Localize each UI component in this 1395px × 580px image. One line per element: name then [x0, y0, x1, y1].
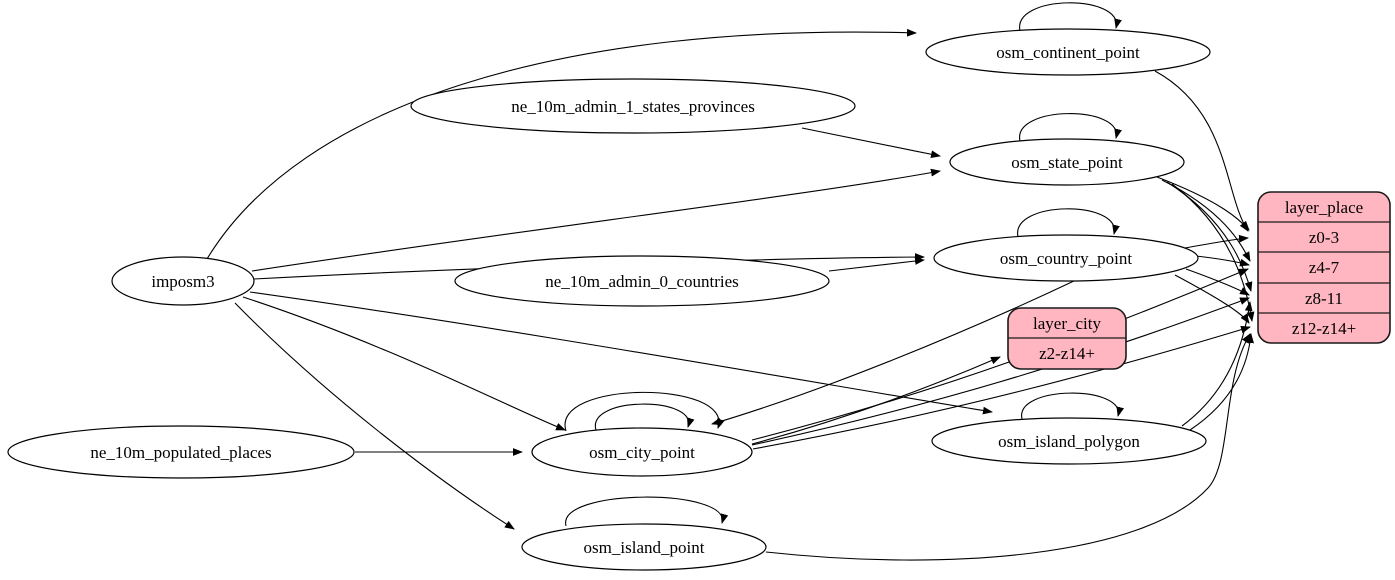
edge-imposm3-island-point [234, 302, 515, 530]
continent-label: osm_continent_point [996, 43, 1140, 62]
record-layer-city: layer_city z2-z14+ [1007, 307, 1127, 370]
selfloop-state [1019, 113, 1122, 142]
state-shape [949, 138, 1185, 186]
edge-imposm3-state [251, 168, 941, 272]
edge-continent-z0-3 [1154, 70, 1249, 232]
layer-city-title: layer_city [1033, 314, 1101, 333]
edge-country-z4-7 [1195, 255, 1250, 267]
edge-country-z12 [1174, 274, 1250, 324]
layer-place-row-z4-7: z4-7 [1309, 258, 1340, 277]
edge-state-z4-7 [1161, 179, 1251, 262]
edge-islandpolygon-z12 [1189, 333, 1254, 431]
node-osm-city-point: osm_city_point [531, 427, 753, 477]
node-ne-10m-admin-0-countries: ne_10m_admin_0_countries [454, 255, 830, 307]
edge-imposm3-island-polygon [249, 291, 993, 415]
edge-islandpolygon-z8-11 [1181, 301, 1253, 427]
city-shape [531, 427, 753, 477]
node-osm-country-point: osm_country_point [933, 234, 1199, 282]
edge-imposm3-continent [206, 28, 917, 260]
islandpoint-shape [521, 523, 767, 571]
selfloop-island-point [565, 496, 729, 527]
record-layer-place: layer_place z0-3 z4-7 z8-11 z12-z14+ [1257, 191, 1391, 344]
node-ne-10m-populated-places: ne_10m_populated_places [7, 425, 355, 479]
ne1states-shape [410, 78, 856, 134]
layer-place-title: layer_place [1285, 198, 1363, 217]
edge-city-z8-11 [751, 297, 1250, 446]
ne1states-label: ne_10m_admin_1_states_provinces [511, 97, 755, 116]
selfloop-continent [1019, 2, 1122, 32]
edge-state-z8-11 [1166, 181, 1253, 292]
node-ne-10m-admin-1-states-provinces: ne_10m_admin_1_states_provinces [410, 78, 856, 134]
islandpolygon-shape [931, 417, 1207, 465]
edge-ne1states-state [801, 127, 941, 159]
islandpolygon-label: osm_island_polygon [998, 432, 1140, 451]
node-osm-continent-point: osm_continent_point [925, 28, 1211, 76]
ne0countries-shape [454, 255, 830, 307]
edge-islandpoint-z12 [765, 333, 1251, 561]
layer-place-row-z12-z14: z12-z14+ [1292, 319, 1356, 338]
imposm3-label: imposm3 [151, 272, 214, 291]
selfloop-city-inner [595, 403, 695, 431]
edge-imposm3-city [242, 296, 566, 431]
nepopulated-label: ne_10m_populated_places [90, 443, 271, 462]
node-imposm3: imposm3 [111, 256, 255, 306]
nepopulated-shape [7, 425, 355, 479]
imposm3-shape [111, 256, 255, 306]
state-label: osm_state_point [1011, 153, 1123, 172]
ne0countries-label: ne_10m_admin_0_countries [545, 272, 739, 291]
selfloop-island-polygon [1021, 392, 1124, 420]
node-osm-island-polygon: osm_island_polygon [931, 417, 1207, 465]
edge-state-z0-3 [1156, 176, 1250, 231]
node-osm-state-point: osm_state_point [949, 138, 1185, 186]
continent-shape [925, 28, 1211, 76]
edge-group [206, 2, 1255, 561]
node-osm-island-point: osm_island_point [521, 523, 767, 571]
selfloop-city-outer [564, 391, 725, 432]
edge-country-z0-3 [1184, 234, 1249, 249]
country-label: osm_country_point [1000, 249, 1132, 268]
layer-place-row-z0-3: z0-3 [1309, 228, 1339, 247]
edge-city-z12 [752, 325, 1251, 450]
edge-country-z8-11 [1185, 268, 1250, 296]
layer-place-row-z8-11: z8-11 [1305, 289, 1343, 308]
selfloop-country [1017, 208, 1120, 238]
layer-place-box [1257, 191, 1391, 344]
edge-city-z4-7 [751, 268, 1249, 441]
edge-ne0countries-country [828, 257, 925, 272]
country-shape [933, 234, 1199, 282]
edge-country-city [711, 279, 1077, 426]
city-label: osm_city_point [589, 443, 695, 462]
layer-city-row-z2-z14: z2-z14+ [1039, 344, 1095, 363]
islandpoint-label: osm_island_point [584, 538, 705, 557]
